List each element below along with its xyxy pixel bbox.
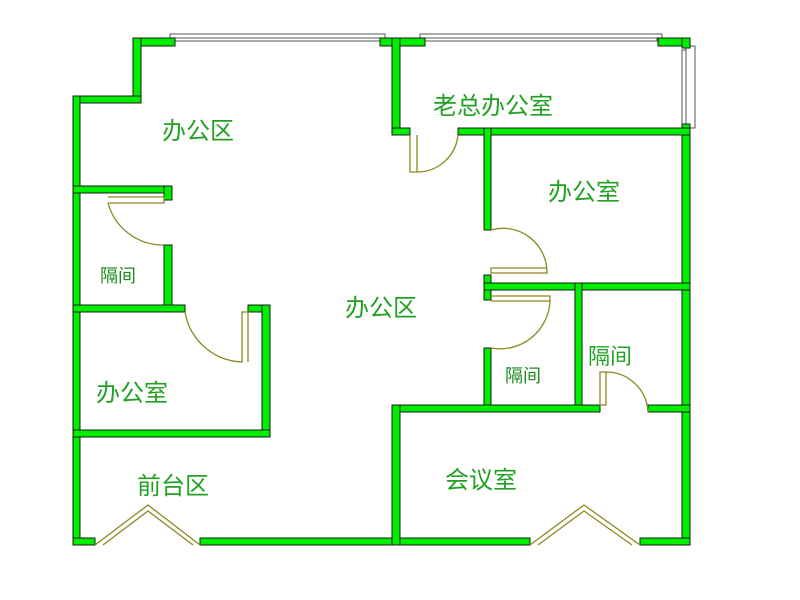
room-label-ceo-office: 老总办公室 <box>433 92 553 120</box>
room-label-office-left: 办公室 <box>96 379 168 407</box>
room-label-cubicle-mid: 隔间 <box>505 366 541 387</box>
room-label-reception: 前台区 <box>137 472 209 500</box>
room-label-office-area-top: 办公区 <box>162 117 234 145</box>
room-label-office-area-center: 办公区 <box>345 294 417 322</box>
room-label-meeting-room: 会议室 <box>445 466 517 494</box>
room-label-cubicle-left: 隔间 <box>100 266 136 287</box>
doors <box>94 134 649 546</box>
walls <box>72 37 691 546</box>
room-label-office-right: 办公室 <box>548 178 620 206</box>
room-label-cubicle-right: 隔间 <box>588 345 633 370</box>
